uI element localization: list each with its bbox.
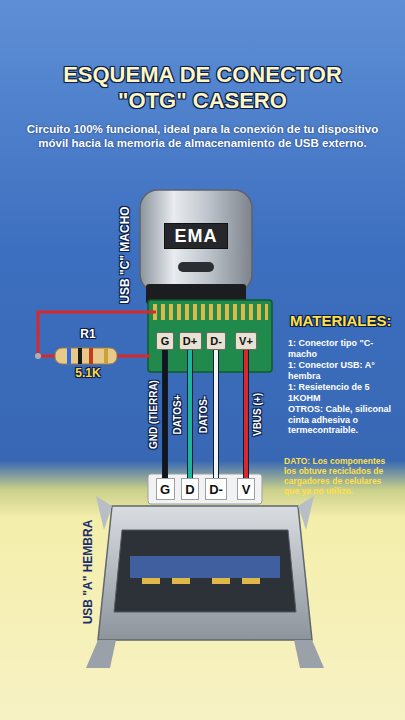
node-text: D- — [210, 335, 222, 347]
usb-a-pin: G — [156, 478, 175, 500]
usb-c-port — [178, 262, 214, 272]
node-text: V — [242, 482, 251, 497]
usb-a-tab — [294, 640, 324, 668]
usb-a-pin: V — [237, 478, 255, 500]
usb-a-pin: D- — [205, 478, 227, 500]
resistor-band — [89, 348, 93, 364]
resistor-label: R1 — [80, 327, 95, 341]
title: ESQUEMA DE CONECTOR "OTG" CASERO — [42, 62, 363, 114]
pcb-pad: G — [156, 332, 174, 350]
usb-a-contact — [242, 578, 260, 584]
usb-a-tongue — [130, 556, 280, 578]
usb-a-contact — [142, 578, 160, 584]
resistor-band — [67, 348, 71, 364]
materials-item: 1: Resietencio de 5 1KOHM — [288, 382, 400, 403]
materials-item: OTROS: Cable, siliconal cinta adhesiva o… — [288, 404, 400, 436]
materials-item: 1: Conector tipo "C-macho — [288, 338, 400, 359]
wire-label: GND (TIERRA) — [147, 380, 158, 449]
wire-label: DATOS- — [198, 395, 209, 432]
wire — [190, 350, 191, 478]
node-text: G — [160, 482, 170, 497]
usb-a-pin: D — [181, 478, 199, 500]
wire-label: DATOS+ — [172, 394, 183, 434]
wire-outline — [243, 350, 249, 478]
part-label: USB "C" MACHO — [118, 206, 132, 303]
node-text: V+ — [239, 335, 253, 347]
wire-core — [188, 350, 192, 478]
pcb-contacts — [152, 304, 268, 322]
usb-a-shell — [98, 506, 312, 640]
wire-core — [163, 350, 167, 478]
resistor-band — [78, 348, 82, 364]
node-text: D+ — [183, 335, 197, 347]
node-text: D- — [209, 482, 223, 497]
pcb-pad: V+ — [235, 332, 257, 350]
node-text: D — [185, 482, 194, 497]
wire-core — [214, 350, 218, 478]
usb-a-tab — [86, 640, 116, 668]
wire-core — [244, 350, 248, 478]
wire-outline — [187, 350, 193, 478]
wire — [216, 350, 217, 478]
usb-a-pin-block — [148, 474, 262, 504]
usb-a-contact — [212, 578, 230, 584]
wire-outline — [162, 350, 168, 478]
wire-label: VBUS (+) — [253, 392, 264, 435]
pcb-pad: D- — [206, 332, 226, 350]
caption: Circuito 100% funcional, ideal para la c… — [24, 122, 381, 150]
node-text: G — [161, 335, 170, 347]
brand-plate: EMA — [164, 223, 228, 249]
usb-a-contact — [172, 578, 190, 584]
pcb-pad: D+ — [179, 332, 202, 350]
materials-item: 1: Conector USB: A° hembra — [288, 360, 400, 381]
wire — [246, 350, 247, 478]
usb-a-tab — [298, 496, 314, 530]
wire-outline — [213, 350, 219, 478]
usb-a-tab — [96, 496, 112, 530]
part-label: USB "A" HEMBRA — [81, 520, 95, 625]
resistor-symbol — [55, 348, 117, 364]
usb-c-shell — [140, 190, 252, 292]
wire — [165, 350, 166, 478]
resistor-label: 5.1K — [75, 366, 100, 380]
resistor-band — [104, 348, 108, 364]
note: DATO: Los componentes los obtuve recicla… — [284, 456, 390, 496]
materials-heading: MATERIALES: — [290, 312, 391, 329]
node-text: EMA — [175, 226, 218, 247]
usb-a-opening — [114, 530, 296, 612]
wire-joint — [35, 353, 41, 359]
